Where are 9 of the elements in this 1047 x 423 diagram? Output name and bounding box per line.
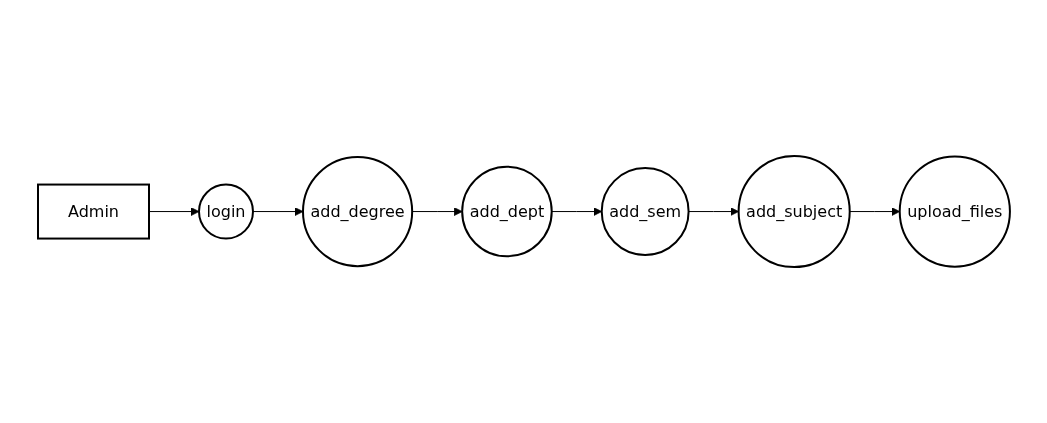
node-circle: login bbox=[197, 183, 254, 240]
arrow bbox=[148, 207, 199, 216]
node-circle: add_dept bbox=[460, 165, 553, 258]
node-circle: upload_files bbox=[898, 155, 1011, 268]
node-circle: add_subject bbox=[737, 154, 851, 269]
arrow bbox=[252, 207, 303, 216]
node-box: Admin bbox=[36, 183, 150, 240]
node-circle: add_sem bbox=[600, 167, 690, 256]
node-circle: add_degree bbox=[301, 155, 413, 268]
